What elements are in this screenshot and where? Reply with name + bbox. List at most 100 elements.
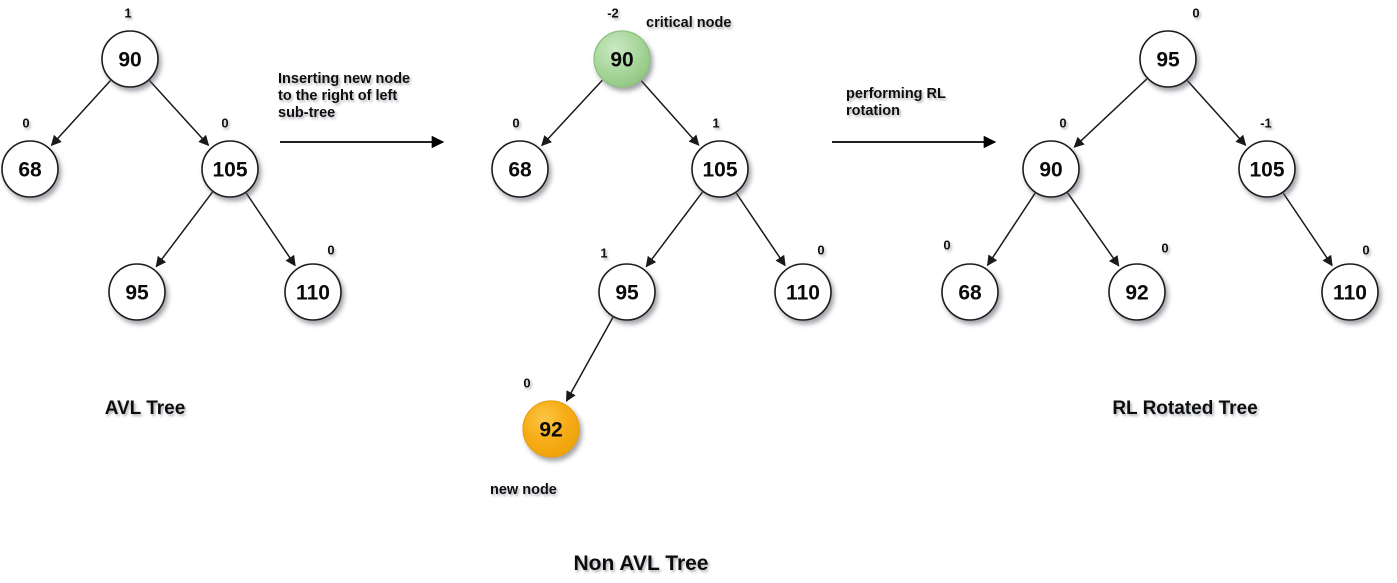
node-value-label: 68 — [18, 159, 42, 182]
tree-node[interactable]: 105 — [201, 140, 259, 198]
tree-edge — [640, 80, 700, 146]
step-caption-line: Inserting new node — [278, 71, 410, 87]
tree-node[interactable]: 110 — [774, 263, 832, 321]
balance-factor-label: 0 — [512, 116, 519, 131]
tree-node[interactable]: 92 — [522, 400, 580, 458]
node-value-label: 110 — [1333, 282, 1367, 305]
node-circle — [201, 140, 259, 198]
balance-factor-label: 0 — [221, 116, 228, 131]
node-circle — [1, 140, 59, 198]
step-caption-line: rotation — [846, 103, 900, 119]
tree-node[interactable]: 68 — [941, 263, 999, 321]
tree-edge — [148, 79, 210, 147]
tree-edges-layer — [50, 78, 1333, 402]
node-circle — [774, 263, 832, 321]
balance-factor-label: 0 — [943, 238, 950, 253]
tree-caption-avl-tree: AVL Tree — [105, 398, 186, 419]
tree-node[interactable]: 105 — [1238, 140, 1296, 198]
step-caption-line: performing RL — [846, 86, 946, 102]
tree-node[interactable]: 110 — [284, 263, 342, 321]
balance-factor-label: 0 — [1161, 241, 1168, 256]
tree-node[interactable]: 95 — [598, 263, 656, 321]
balance-factor-label: 0 — [22, 116, 29, 131]
node-value-label: 92 — [539, 419, 562, 442]
balance-factor-label: 1 — [600, 246, 607, 261]
tree-node[interactable]: 95 — [108, 263, 166, 321]
new-node-annotation: new node — [490, 482, 557, 498]
critical-node-annotation: critical node — [646, 15, 731, 31]
balance-factor-label: 1 — [124, 6, 131, 21]
node-circle — [691, 140, 749, 198]
tree-edge — [1186, 80, 1247, 146]
balance-factor-label: 1 — [712, 116, 719, 131]
node-value-label: 95 — [615, 282, 639, 305]
node-value-label: 110 — [786, 282, 820, 305]
node-circle — [101, 30, 159, 88]
node-value-label: 90 — [610, 49, 633, 72]
balance-factor-label: 0 — [817, 243, 824, 258]
tree-node[interactable]: 90 — [101, 30, 159, 88]
node-circle — [522, 400, 580, 458]
node-circle — [1321, 263, 1379, 321]
node-circle — [941, 263, 999, 321]
tree-edge — [735, 192, 786, 267]
tree-node[interactable]: 90 — [1022, 140, 1080, 198]
tree-edge — [986, 192, 1036, 267]
node-circle — [491, 140, 549, 198]
node-value-label: 68 — [508, 159, 532, 182]
tree-edge — [565, 317, 614, 402]
node-value-label: 92 — [1125, 282, 1148, 305]
step-caption-line: to the right of left — [278, 88, 397, 104]
tree-edge — [155, 191, 214, 268]
node-value-label: 105 — [1249, 159, 1284, 182]
node-value-label: 90 — [1039, 159, 1062, 182]
balance-factor-label: 0 — [1362, 243, 1369, 258]
node-value-label: 105 — [212, 159, 247, 182]
balance-factor-label: 0 — [1192, 6, 1199, 21]
node-circle — [598, 263, 656, 321]
node-value-label: 95 — [125, 282, 149, 305]
node-value-label: 90 — [118, 49, 141, 72]
step-caption-line: sub-tree — [278, 105, 335, 121]
tree-node[interactable]: 92 — [1108, 263, 1166, 321]
node-circle — [1238, 140, 1296, 198]
tree-edge — [1282, 192, 1333, 267]
balance-factor-label: 0 — [327, 243, 334, 258]
node-circle — [108, 263, 166, 321]
tree-edge — [541, 79, 603, 147]
tree-caption-non-avl-tree: Non AVL Tree — [574, 552, 709, 575]
node-value-label: 68 — [958, 282, 982, 305]
balance-factor-label: 0 — [1059, 116, 1066, 131]
balance-factor-label: 0 — [523, 376, 530, 391]
tree-node[interactable]: 95 — [1139, 30, 1197, 88]
tree-caption-rl-rotated-tree: RL Rotated Tree — [1112, 398, 1257, 419]
node-value-label: 95 — [1156, 49, 1180, 72]
tree-edge — [245, 192, 296, 267]
node-circle — [593, 30, 651, 88]
node-circle — [1139, 30, 1197, 88]
node-circle — [1022, 140, 1080, 198]
node-circle — [284, 263, 342, 321]
tree-edge — [50, 79, 112, 147]
balance-factor-label: -2 — [607, 6, 619, 21]
tree-edge — [1073, 78, 1148, 148]
node-value-label: 110 — [296, 282, 330, 305]
node-circle — [1108, 263, 1166, 321]
balance-factor-label: -1 — [1260, 116, 1272, 131]
node-value-label: 105 — [702, 159, 737, 182]
annotations-layer: critical node new node — [490, 15, 731, 498]
tree-node[interactable]: 90 — [593, 30, 651, 88]
tree-node[interactable]: 110 — [1321, 263, 1379, 321]
tree-node[interactable]: 105 — [691, 140, 749, 198]
tree-node[interactable]: 68 — [491, 140, 549, 198]
tree-node[interactable]: 68 — [1, 140, 59, 198]
tree-edge — [1066, 192, 1120, 267]
